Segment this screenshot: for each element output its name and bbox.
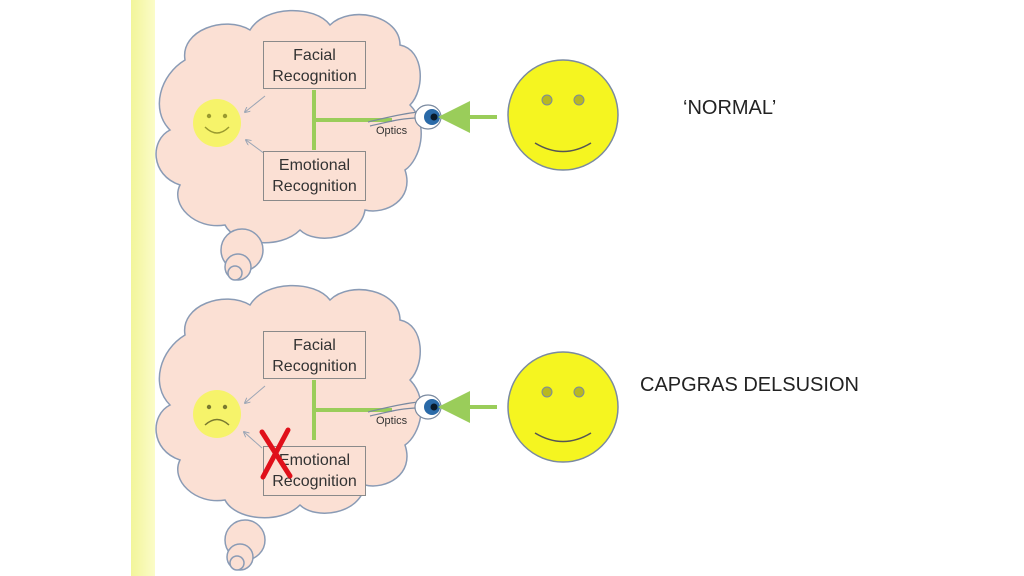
inner-frowning-face-icon bbox=[193, 390, 241, 438]
brain-cloud-capgras bbox=[155, 284, 422, 571]
emotional-recognition-box-capgras: Emotional Recognition bbox=[263, 446, 366, 496]
facial-recognition-box: Facial Recognition bbox=[263, 41, 366, 89]
facial-recognition-line2: Recognition bbox=[272, 68, 357, 85]
facial-recognition-box-capgras: Facial Recognition bbox=[263, 331, 366, 379]
arrow-emotional-to-face-capgras bbox=[244, 432, 263, 449]
optics-label-capgras: Optics bbox=[376, 415, 408, 427]
left-accent-bar bbox=[131, 0, 155, 576]
facial-recognition-line2: Recognition bbox=[272, 358, 357, 375]
large-smiley-face-icon bbox=[507, 59, 619, 171]
optics-label: Optics bbox=[376, 125, 408, 137]
emotional-recognition-line2: Recognition bbox=[272, 178, 357, 195]
facial-recognition-line1: Facial bbox=[293, 337, 336, 354]
inner-smiley-face-icon bbox=[193, 99, 241, 147]
arrow-emotional-to-face bbox=[246, 140, 266, 155]
caption-capgras: CAPGRAS DELSUSION bbox=[640, 374, 859, 396]
facial-recognition-line1: Facial bbox=[293, 47, 336, 64]
arrow-facial-to-face bbox=[245, 95, 266, 112]
arrow-facial-to-face-capgras bbox=[245, 385, 266, 403]
emotional-recognition-line1: Emotional bbox=[278, 157, 351, 174]
large-smiley-face-icon-capgras bbox=[507, 351, 619, 463]
eye-icon-capgras bbox=[367, 394, 442, 420]
emotional-recognition-line1: Emotional bbox=[278, 452, 351, 469]
caption-normal: ‘NORMAL’ bbox=[683, 97, 777, 119]
emotional-recognition-box: Emotional Recognition bbox=[263, 151, 366, 201]
emotional-recognition-line2: Recognition bbox=[272, 473, 357, 490]
